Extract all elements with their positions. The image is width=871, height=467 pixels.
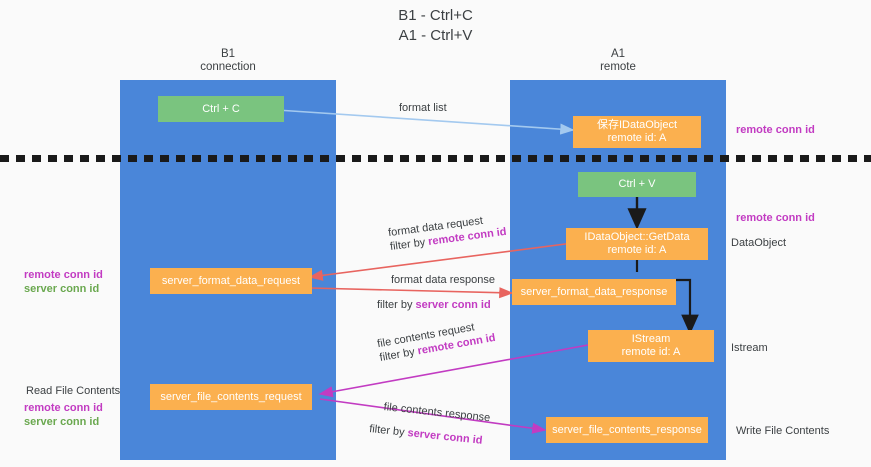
side-label-dataobject: DataObject [731, 236, 786, 250]
node-save-idataobject-line2: remote id: A [607, 132, 667, 144]
filter-key-server-conn-id: server conn id [415, 299, 491, 311]
node-server-format-data-request[interactable]: server_format_data_request [150, 268, 312, 294]
side-label-conn-ids-left: remote conn id server conn id [24, 268, 103, 296]
side-label-read-file-contents-text: Read File Contents [26, 385, 121, 397]
node-idataobject-getdata[interactable]: IDataObject::GetData remote id: A [566, 228, 708, 260]
arrow-response-istream [676, 278, 699, 335]
node-server-file-contents-response[interactable]: server_file_contents_response [546, 417, 708, 443]
filter-prefix-2: filter by [377, 299, 416, 311]
side-label-left-remote-conn-id: remote conn id [24, 269, 103, 281]
title-line-2: A1 - Ctrl+V [398, 27, 473, 44]
arrow-format-list [276, 109, 575, 135]
node-istream-line2: remote id: A [621, 346, 681, 358]
arrow-file-contents-response [319, 398, 547, 434]
node-save-idataobject-line1: 保存IDataObject [596, 119, 678, 131]
side-label-left-remote-conn-id-2: remote conn id [24, 402, 103, 414]
side-label-istream-text: Istream [731, 342, 768, 354]
side-label-remote-conn-id-mid-text: remote conn id [736, 212, 815, 224]
side-label-write-file-contents: Write File Contents [736, 424, 829, 438]
lane-header-b1-sub: connection [200, 61, 256, 73]
filter-prefix-4: filter by [368, 422, 409, 439]
side-label-remote-conn-id-top-text: remote conn id [736, 124, 815, 136]
node-ctrl-c[interactable]: Ctrl + C [158, 96, 284, 122]
title-line-1: B1 - Ctrl+C [398, 7, 473, 24]
side-label-istream: Istream [731, 341, 768, 355]
lane-header-b1: B1 connection [120, 48, 336, 74]
side-label-read-file-contents: Read File Contents [26, 384, 120, 398]
edge-label-format-list-text: format list [399, 102, 447, 114]
lane-header-b1-name: B1 [220, 48, 236, 60]
side-label-remote-conn-id-mid: remote conn id [736, 211, 815, 225]
page-title: B1 - Ctrl+C A1 - Ctrl+V [0, 6, 871, 46]
node-server-format-data-request-label: server_format_data_request [161, 274, 301, 287]
node-istream-line1: IStream [631, 333, 671, 345]
lane-header-a1-sub: remote [600, 61, 636, 73]
side-label-conn-ids-left-2: remote conn id server conn id [24, 401, 103, 429]
arrow-format-data-request [308, 242, 574, 281]
edge-label-format-list: format list [399, 101, 447, 115]
lane-header-a1-name: A1 [610, 48, 626, 60]
node-istream[interactable]: IStream remote id: A [588, 330, 714, 362]
edge-label-format-data-response-text: format data response [391, 274, 495, 286]
arrow-file-contents-request [318, 344, 589, 398]
side-label-dataobject-text: DataObject [731, 237, 787, 249]
node-getdata-line2: remote id: A [607, 244, 667, 256]
node-server-format-data-response[interactable]: server_format_data_response [512, 279, 676, 305]
node-getdata-line1: IDataObject::GetData [584, 231, 690, 243]
lane-header-a1: A1 remote [510, 48, 726, 74]
section-divider [0, 155, 871, 162]
node-server-file-contents-request[interactable]: server_file_contents_request [150, 384, 312, 410]
edge-label-format-data-response-filter: filter by server conn id [377, 298, 491, 312]
side-label-write-file-contents-text: Write File Contents [736, 425, 830, 437]
node-ctrl-v[interactable]: Ctrl + V [578, 172, 696, 197]
node-server-format-data-response-label: server_format_data_response [520, 285, 668, 298]
side-label-left-server-conn-id-2: server conn id [24, 416, 100, 428]
node-ctrl-v-label: Ctrl + V [618, 178, 656, 190]
node-server-file-contents-response-label: server_file_contents_response [552, 423, 702, 436]
edge-label-format-data-response: format data response [391, 273, 495, 287]
node-ctrl-c-label: Ctrl + C [202, 102, 240, 115]
node-save-idataobject[interactable]: 保存IDataObject remote id: A [573, 116, 701, 148]
node-server-file-contents-request-label: server_file_contents_request [160, 390, 302, 403]
arrow-format-data-response [309, 287, 514, 299]
side-label-remote-conn-id-top: remote conn id [736, 123, 815, 137]
side-label-left-server-conn-id: server conn id [24, 283, 100, 295]
